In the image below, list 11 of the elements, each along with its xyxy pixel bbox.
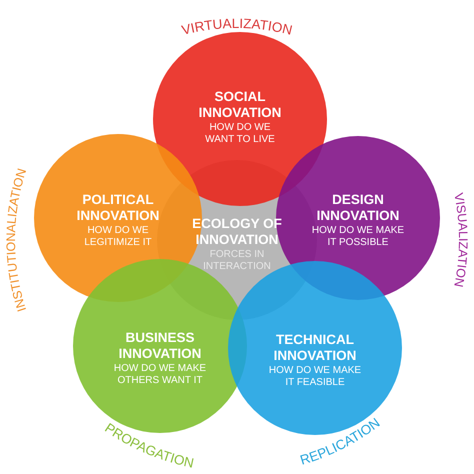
circle-heading: TECHNICAL INNOVATION <box>272 332 358 364</box>
circle-subtitle: HOW DO WE MAKE IT FEASIBLE <box>268 365 362 389</box>
circle-subtitle: HOW DO WE WANT TO LIVE <box>204 122 276 146</box>
circle-subtitle: HOW DO WE MAKE IT POSSIBLE <box>310 225 406 249</box>
circle-heading: SOCIAL INNOVATION <box>198 89 282 121</box>
circle-subtitle: HOW DO WE MAKE OTHERS WANT IT <box>112 363 208 387</box>
curved-label: VIRTUALIZATION <box>180 16 294 38</box>
circle-subtitle: HOW DO WE LEGITIMIZE IT <box>83 225 153 249</box>
circle-heading: POLITICAL INNOVATION <box>76 192 160 224</box>
circle-heading: BUSINESS INNOVATION <box>118 330 202 362</box>
circle-heading: DESIGN INNOVATION <box>316 192 400 224</box>
